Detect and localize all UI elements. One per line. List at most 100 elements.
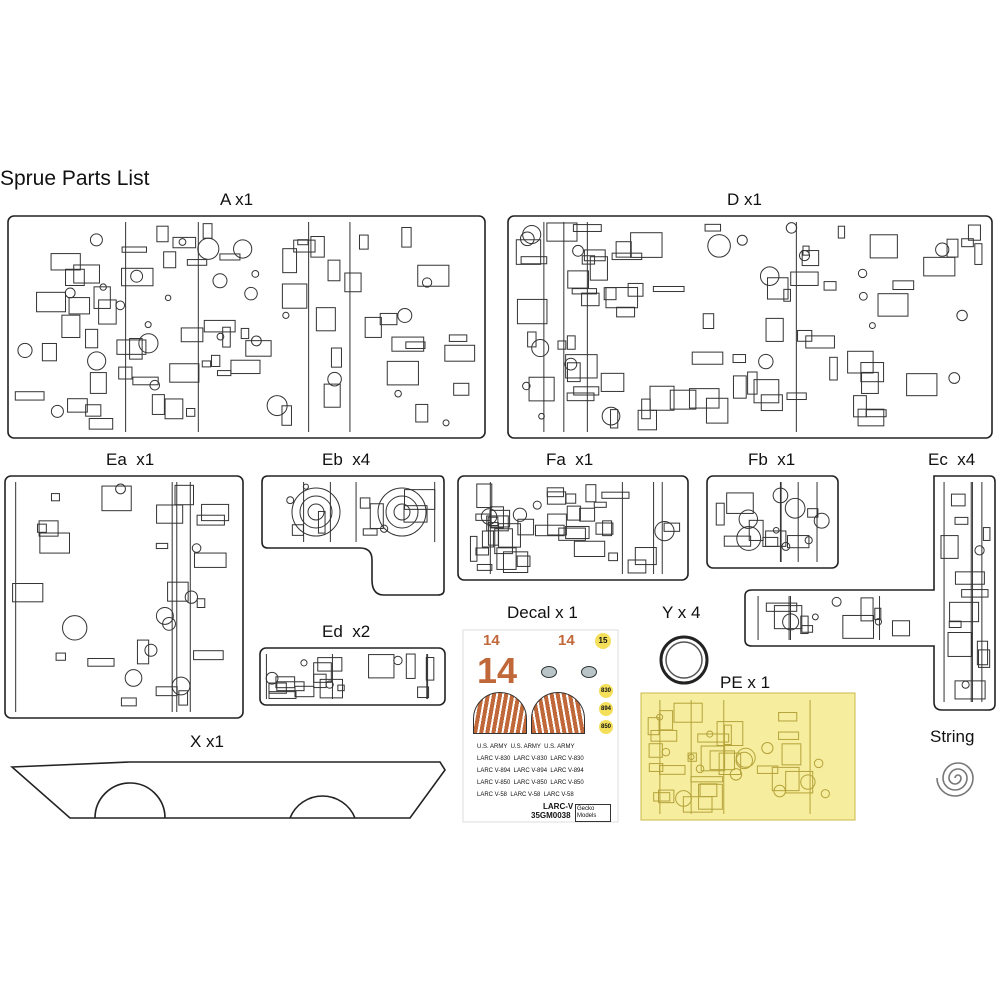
part (317, 657, 343, 672)
part (581, 255, 596, 265)
part (573, 386, 600, 396)
part (300, 659, 308, 667)
part (874, 607, 882, 621)
part (85, 404, 102, 417)
part (61, 314, 81, 338)
decal-shark-teeth-left (473, 692, 527, 734)
part (940, 535, 959, 559)
part (230, 359, 261, 375)
part (362, 528, 378, 536)
part (379, 312, 398, 326)
part (961, 589, 989, 598)
part (124, 669, 143, 687)
part (595, 522, 614, 535)
part (801, 250, 820, 267)
part (98, 299, 117, 325)
part (765, 602, 798, 612)
part (948, 372, 961, 384)
part (798, 249, 811, 262)
part (144, 321, 152, 329)
part (707, 234, 731, 258)
part (813, 512, 830, 529)
part (760, 394, 783, 412)
decal-14-small-2: 14 (558, 632, 575, 649)
part (702, 313, 715, 329)
part (892, 280, 915, 291)
part (601, 491, 630, 499)
sprue-fb-frame (706, 475, 839, 569)
part (149, 379, 161, 391)
part (421, 277, 433, 288)
part (405, 341, 426, 349)
part (359, 497, 371, 509)
label-sprue-ec: Ec x4 (928, 450, 976, 469)
part (853, 395, 867, 418)
part (358, 234, 369, 250)
decal-kit-name: LARC-V (543, 802, 574, 811)
part (759, 266, 780, 286)
part (565, 354, 598, 379)
part (330, 347, 342, 368)
part (961, 238, 974, 248)
part (327, 371, 342, 387)
part (293, 239, 316, 253)
decal-larc-830: LARC V-830 LARC V-830 LARC V-830 (477, 756, 584, 762)
part (585, 484, 597, 503)
part (566, 505, 581, 521)
part (317, 510, 326, 534)
part (442, 419, 450, 427)
part (282, 311, 290, 319)
part (954, 516, 969, 525)
part (877, 293, 909, 317)
pe-part (761, 741, 774, 755)
page-title: Sprue Parts List (0, 167, 150, 190)
part (781, 541, 791, 551)
part (171, 676, 191, 696)
part (516, 555, 531, 567)
part (489, 509, 511, 528)
part (974, 545, 985, 556)
part (874, 618, 883, 626)
decal-shark-teeth-right (531, 692, 585, 734)
part (669, 389, 697, 410)
part (415, 403, 429, 423)
part (163, 251, 177, 269)
part (101, 485, 132, 512)
part (571, 288, 598, 295)
part (766, 277, 789, 300)
decal-larc-58: LARC V-58 LARC V-58 LARC V-58 (477, 792, 574, 798)
part (164, 294, 172, 302)
part (130, 269, 144, 283)
part (327, 259, 341, 282)
part (211, 354, 221, 367)
part (469, 535, 478, 562)
part (947, 632, 973, 657)
part (337, 684, 345, 692)
part (747, 371, 758, 395)
part (73, 264, 100, 284)
part (976, 640, 989, 666)
part (453, 382, 470, 396)
wheel-part (291, 487, 341, 537)
part (282, 248, 298, 274)
part (691, 351, 724, 365)
part (202, 223, 213, 239)
part (39, 532, 70, 554)
part (954, 680, 986, 700)
part (245, 340, 272, 357)
part (772, 526, 780, 534)
part (240, 327, 250, 340)
part (121, 267, 154, 287)
part (121, 246, 147, 253)
part (496, 547, 517, 570)
part (565, 525, 590, 540)
pe-part (687, 752, 697, 762)
part (476, 563, 493, 571)
part (55, 652, 66, 661)
part (532, 500, 542, 510)
part (380, 524, 389, 533)
pe-sheet (640, 692, 856, 821)
part (323, 383, 341, 408)
part (494, 528, 513, 555)
